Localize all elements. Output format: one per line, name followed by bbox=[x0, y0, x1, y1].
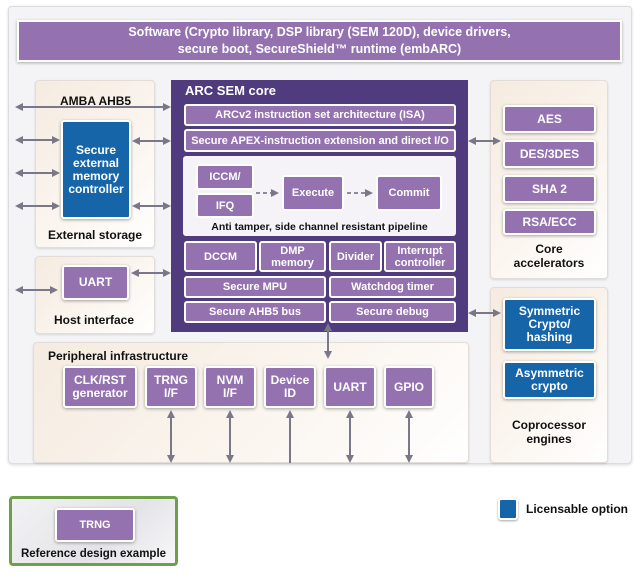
interrupt-label: Interrupt bbox=[397, 244, 443, 257]
reference-caption: Reference design example bbox=[20, 548, 167, 560]
controller-line: memory bbox=[72, 168, 120, 183]
secure-mpu-box: Secure MPU bbox=[184, 276, 326, 298]
title-line: Core bbox=[535, 242, 563, 256]
ifq-box: IFQ bbox=[196, 193, 254, 218]
sym-line: Crypto/ bbox=[528, 317, 571, 331]
peripheral-label: GPIO bbox=[393, 379, 424, 394]
iccm-box: ICCM/ bbox=[196, 164, 254, 190]
secure-ahb5-bus-box: Secure AHB5 bus bbox=[184, 301, 326, 323]
title-line: accelerators bbox=[513, 256, 585, 270]
accelerator-aes: AES bbox=[503, 105, 596, 133]
software-line-2: secure boot, SecureShield™ runtime (embA… bbox=[177, 42, 462, 56]
controller-line: controller bbox=[68, 181, 124, 196]
isa-box: ARCv2 instruction set architecture (ISA) bbox=[184, 104, 456, 126]
divider-label: Divider bbox=[336, 250, 375, 263]
execute-box: Execute bbox=[282, 175, 344, 211]
dccm-box: DCCM bbox=[184, 241, 257, 272]
peripheral-label-2: I/F bbox=[222, 386, 237, 400]
peripheral-label-2: generator bbox=[72, 386, 128, 400]
accelerator-sha2: SHA 2 bbox=[503, 175, 596, 203]
controller-line: external bbox=[72, 155, 120, 170]
secure-external-memory-controller: Secure external memory controller bbox=[61, 120, 131, 219]
apex-box: Secure APEX-instruction extension and di… bbox=[184, 129, 456, 152]
divider-box: Divider bbox=[329, 241, 382, 272]
peripheral-label: UART bbox=[333, 379, 367, 394]
asym-line: crypto bbox=[531, 379, 568, 393]
peripheral-label: Device bbox=[270, 373, 310, 387]
dmp-label-2: memory bbox=[271, 256, 314, 269]
reference-trng-box: TRNG bbox=[55, 508, 135, 542]
core-title: ARC SEM core bbox=[185, 83, 277, 98]
peripheral-label-2: ID bbox=[283, 386, 296, 400]
sym-line: hashing bbox=[526, 330, 573, 344]
licensable-legend-label: Licensable option bbox=[526, 502, 629, 516]
peripheral-label-2: I/F bbox=[164, 386, 178, 400]
sym-line: Symmetric bbox=[518, 304, 581, 318]
interrupt-label-2: controller bbox=[394, 256, 446, 269]
peripheral-label: NVM bbox=[216, 373, 244, 387]
title-line: Coprocessor bbox=[511, 418, 587, 432]
software-layer: Software (Crypto library, DSP library (S… bbox=[17, 20, 622, 62]
watchdog-timer-box: Watchdog timer bbox=[329, 276, 456, 298]
pipeline-caption: Anti tamper, side channel resistant pipe… bbox=[211, 221, 428, 233]
peripheral-title: Peripheral infrastructure bbox=[48, 349, 189, 363]
asym-line: Asymmetric bbox=[515, 366, 584, 380]
commit-box: Commit bbox=[376, 175, 442, 211]
host-interface-title: Host interface bbox=[54, 313, 135, 327]
licensable-legend-swatch bbox=[498, 498, 518, 520]
accelerator-rsa-ecc: RSA/ECC bbox=[503, 209, 596, 235]
external-storage-title: External storage bbox=[48, 228, 143, 242]
title-line: engines bbox=[526, 432, 572, 446]
peripheral-label: CLK/RST bbox=[73, 373, 126, 387]
dccm-label: DCCM bbox=[204, 250, 237, 263]
controller-line: Secure bbox=[75, 142, 117, 157]
secure-debug-box: Secure debug bbox=[329, 301, 456, 323]
core-accelerators-title: Core accelerators bbox=[490, 242, 608, 270]
dmp-label: DMP bbox=[280, 244, 305, 257]
peripheral-box: GPIO bbox=[384, 366, 434, 408]
host-uart-box: UART bbox=[62, 265, 129, 300]
software-line-1: Software (Crypto library, DSP library (S… bbox=[128, 25, 511, 39]
coprocessor-title: Coprocessor engines bbox=[490, 418, 608, 446]
peripheral-box: UART bbox=[324, 366, 376, 408]
peripheral-label: TRNG bbox=[154, 373, 188, 387]
accelerator-des: DES/3DES bbox=[503, 140, 596, 168]
